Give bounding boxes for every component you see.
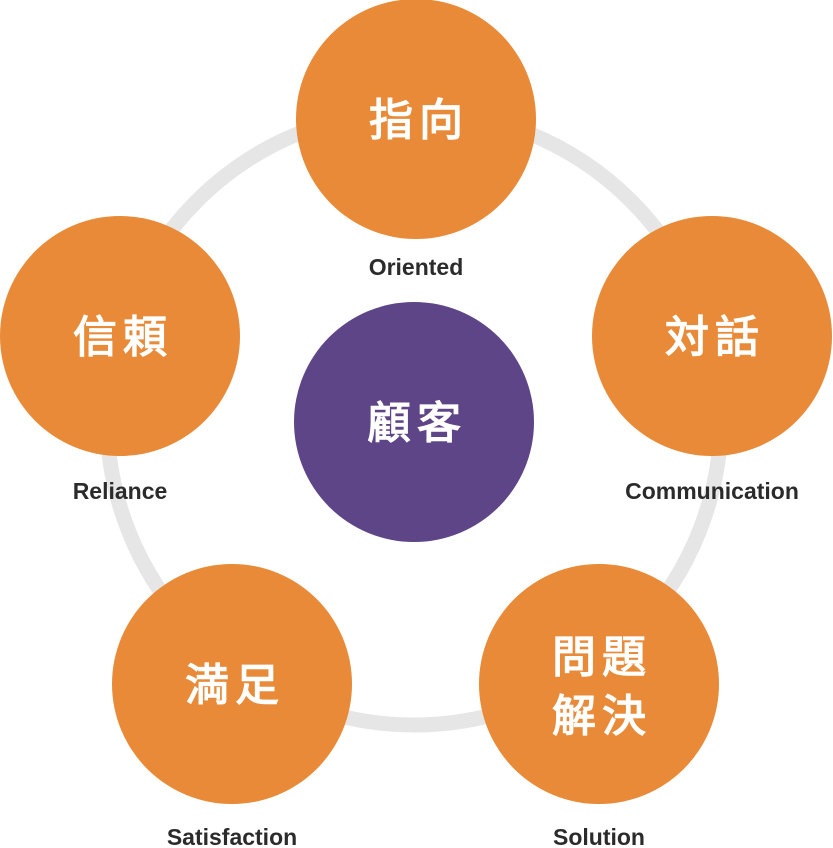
caption-reliance: Reliance: [73, 478, 168, 504]
caption-satisfaction: Satisfaction: [167, 824, 297, 848]
caption-solution: Solution: [553, 824, 645, 848]
node-communication-label: 対話: [665, 312, 765, 363]
center-node: [294, 302, 534, 542]
caption-oriented: Oriented: [369, 254, 464, 280]
node-solution-label-line1: 問題: [552, 632, 652, 683]
caption-communication: Communication: [625, 478, 799, 504]
node-satisfaction: [112, 564, 352, 804]
node-communication: [592, 216, 832, 456]
center-node-label: 顧客: [367, 398, 467, 449]
node-oriented: [296, 0, 536, 239]
node-reliance-label: 信頼: [73, 312, 173, 363]
node-solution-label-line2: 解決: [552, 691, 652, 742]
node-solution: [479, 564, 719, 804]
node-satisfaction-label: 満足: [185, 660, 285, 711]
node-reliance: [0, 216, 240, 456]
node-oriented-label: 指向: [369, 95, 469, 146]
